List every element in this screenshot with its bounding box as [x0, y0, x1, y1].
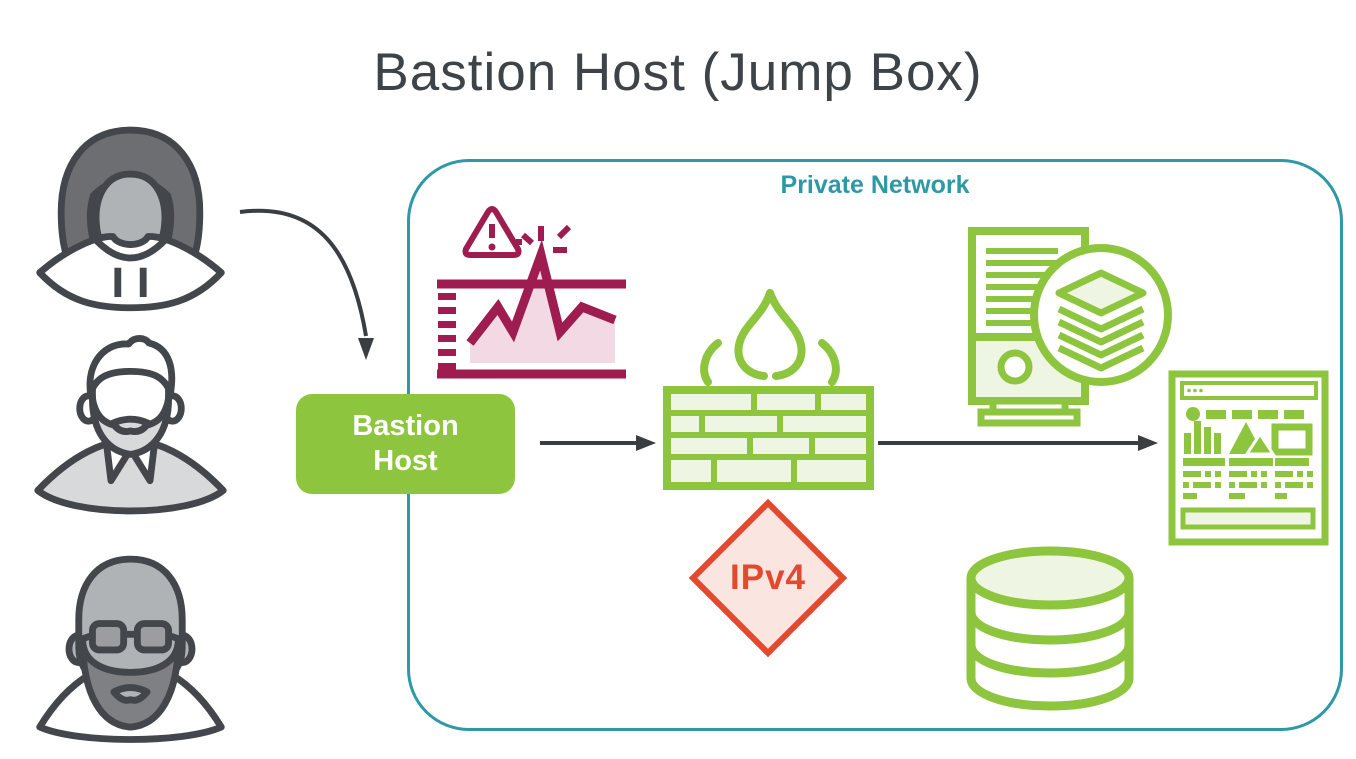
bastion-host-label: Bastion Host — [352, 409, 459, 477]
private-network-label: Private Network — [780, 171, 970, 199]
server-stack-icon-svg — [968, 227, 1172, 427]
alert-monitoring-chart-icon — [430, 198, 660, 398]
bearded-man-user-icon — [28, 330, 233, 525]
bastion-host-node: Bastion Host — [296, 394, 515, 494]
bearded-man-user-icon-svg — [34, 335, 227, 515]
database-icon-svg — [966, 546, 1134, 711]
firewall-icon-svg — [663, 289, 874, 490]
older-man-glasses-user-icon-svg — [36, 555, 225, 743]
dashboard-report-icon — [1168, 370, 1333, 550]
ipv4-label: IPv4 — [730, 558, 806, 597]
diagram-title: Bastion Host (Jump Box) — [373, 43, 983, 102]
ipv4-badge: IPv4 — [688, 498, 848, 658]
alert-monitoring-chart-icon-svg — [437, 206, 626, 379]
woman-user-icon-svg — [36, 126, 225, 312]
older-man-glasses-user-icon — [28, 548, 233, 746]
woman-user-icon — [28, 120, 233, 312]
dashboard-report-icon-svg — [1168, 370, 1329, 546]
firewall-icon — [658, 283, 878, 498]
database-icon — [960, 540, 1140, 718]
arrowhead-user-to-bastion — [358, 338, 374, 360]
ipv4-diamond-icon — [688, 498, 848, 658]
arrow-user-to-bastion — [239, 208, 368, 337]
server-stack-icon — [955, 215, 1175, 427]
